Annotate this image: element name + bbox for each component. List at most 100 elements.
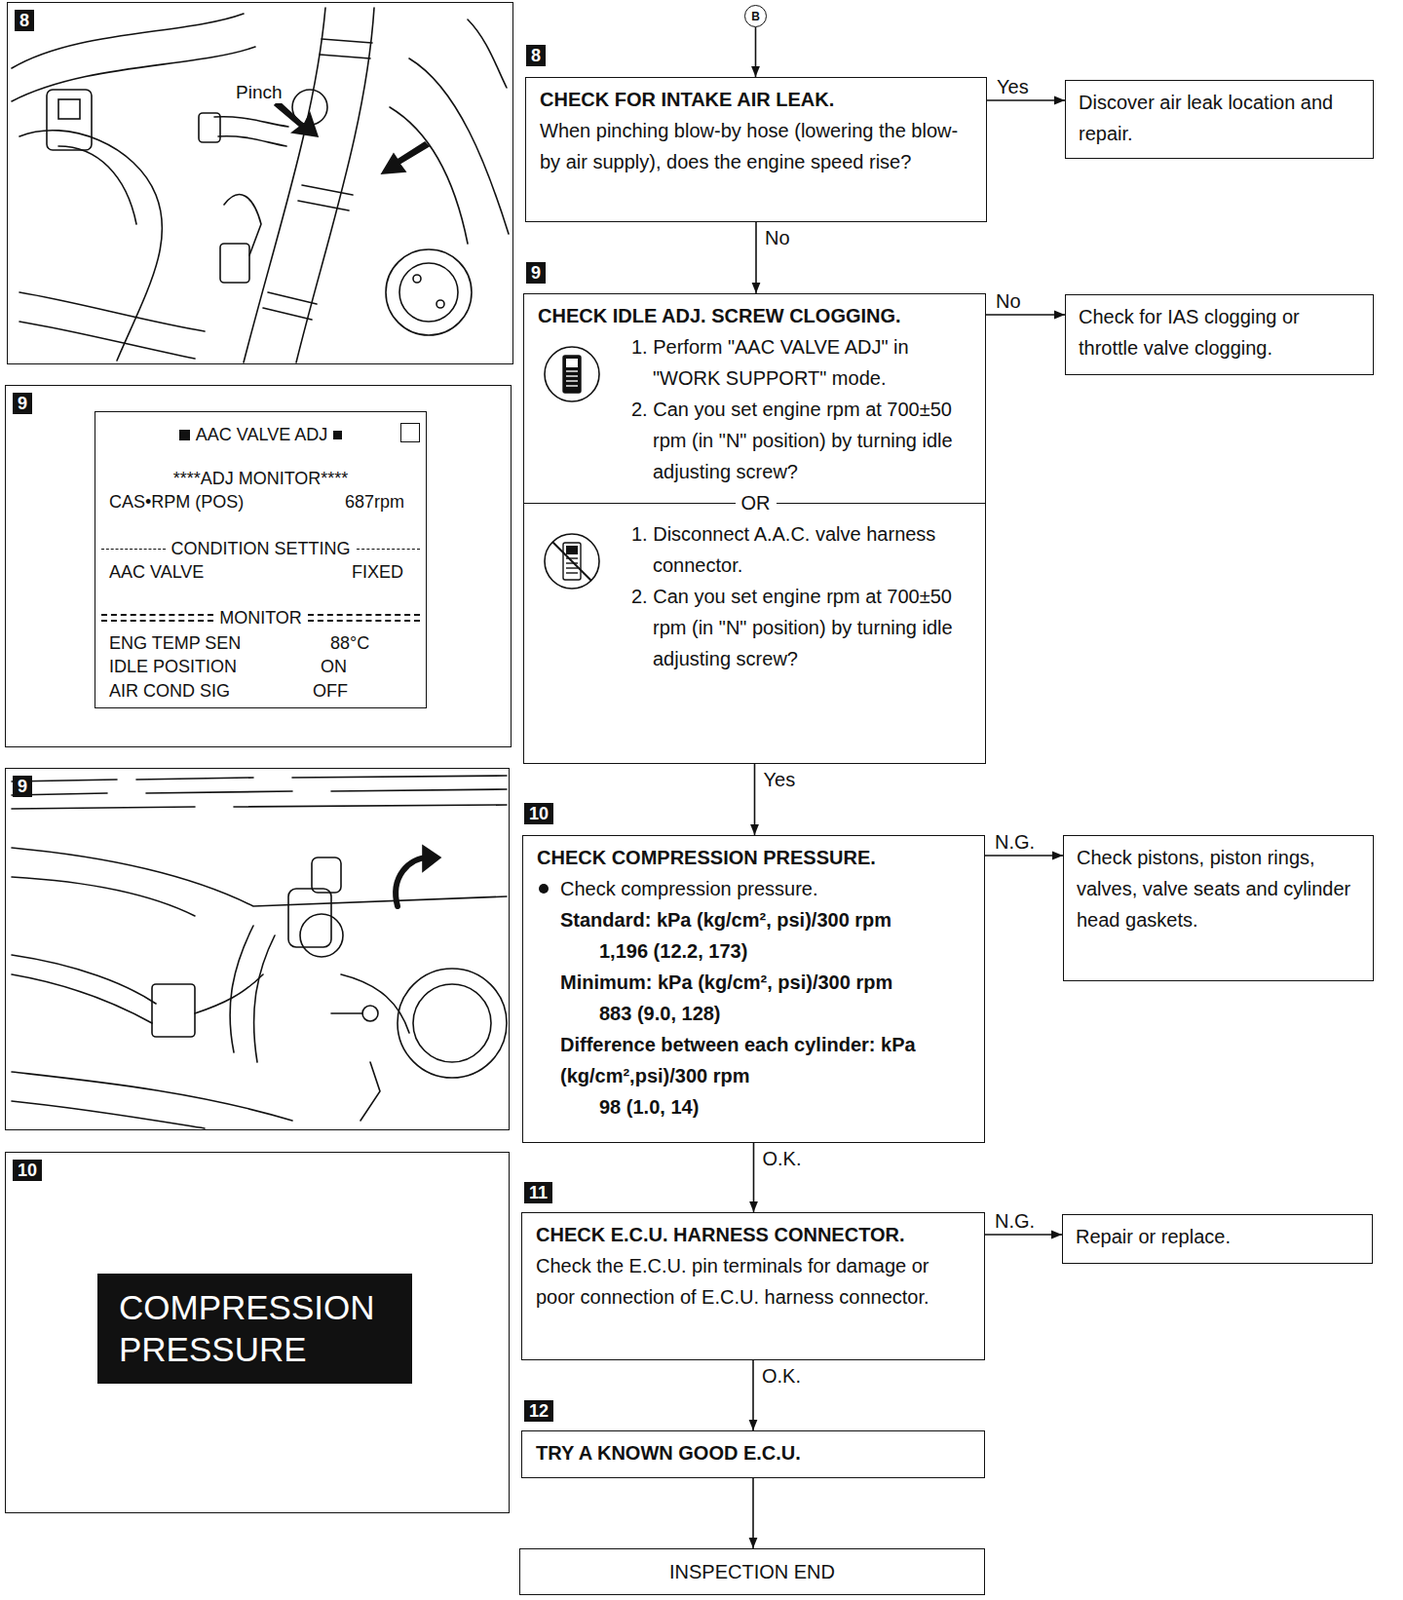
divider-text: OR [735, 487, 777, 519]
action-box: Check for IAS clogging or throttle valve… [1064, 294, 1374, 376]
callout-number: 8 [14, 9, 35, 32]
screen-label: IDLE POSITION [109, 654, 237, 679]
callout-number: 10 [524, 802, 554, 825]
screen-mark [333, 430, 342, 440]
terminal-box: INSPECTION END [519, 1548, 986, 1595]
screen-rule [307, 613, 420, 622]
step-item: 2. Can you set engine rpm at 700±50 rpm … [537, 393, 974, 488]
action-text: Discover air leak location and repair. [1078, 86, 1364, 150]
screen-rule [356, 548, 421, 550]
decision-box: CHECK FOR INTAKE AIR LEAK.When pinching … [525, 76, 987, 223]
screen-row: MONITOR [95, 606, 426, 630]
screen-label: CAS•RPM (POS) [109, 490, 244, 514]
screen-box [400, 422, 420, 443]
screen-heading: CONDITION SETTING [171, 536, 351, 561]
screen-label: AIR COND SIG [109, 679, 230, 703]
terminal-text: INSPECTION END [669, 1560, 835, 1584]
action-text: Check pistons, piston rings, valves, val… [1076, 841, 1364, 936]
decision-box: CHECK IDLE ADJ. SCREW CLOGGING.1. Perfor… [523, 293, 986, 764]
flow-arrow [985, 313, 1065, 316]
action-text: Repair or replace. [1075, 1220, 1363, 1252]
action-box: Repair or replace. [1061, 1213, 1373, 1264]
screen-value: 687rpm [344, 490, 405, 514]
title-plate: COMPRESSION PRESSURE [97, 1273, 413, 1384]
callout-number: 9 [526, 262, 546, 284]
figure-panel: 9 [4, 767, 510, 1131]
flow-arrow [985, 854, 1063, 857]
flow-arrow [752, 1360, 755, 1431]
step-heading: CHECK FOR INTAKE AIR LEAK. [539, 83, 975, 115]
or-divider: OR [537, 487, 974, 519]
edge-label: No [993, 289, 1024, 313]
flow-arrow [755, 27, 758, 77]
figure-panel: 8 [6, 1, 514, 365]
screen-row: CAS•RPM (POS) 687rpm [95, 490, 426, 514]
callout-number: 9 [12, 775, 33, 797]
spec-name: Minimum: kPa (kg/cm², psi)/300 rpm [536, 966, 973, 998]
figure-panel: 10COMPRESSION PRESSURE [4, 1151, 510, 1514]
screen-rule [101, 548, 166, 550]
bullet-dot [538, 883, 549, 894]
screen-title: AAC VALVE ADJ [195, 422, 328, 447]
screen-row: CONDITION SETTING [95, 536, 426, 561]
step-item: 2. Can you set engine rpm at 700±50 rpm … [537, 580, 974, 675]
step-body: When pinching blow-by hose (lowering the… [539, 114, 975, 178]
decision-box: CHECK COMPRESSION PRESSURE.Check compres… [522, 834, 986, 1143]
screen-row: IDLE POSITION ON [95, 654, 426, 679]
engine-illustration [11, 7, 509, 363]
edge-label: No [762, 226, 793, 250]
callout-number: 9 [12, 392, 33, 415]
callout-number: 10 [12, 1159, 42, 1181]
bullet-item: Check compression pressure. [536, 872, 973, 905]
action-box: Check pistons, piston rings, valves, val… [1062, 834, 1374, 982]
scan-tool-icon [541, 343, 603, 405]
flow-arrow [753, 1142, 756, 1213]
edge-label: O.K. [759, 1364, 803, 1388]
flow-arrow [986, 99, 1065, 102]
spec-value: 1,196 (12.2, 173) [536, 935, 973, 967]
step-item: 1. Disconnect A.A.C. valve harness conne… [537, 518, 974, 581]
scan-tool-screen: AAC VALVE ADJ ****ADJ MONITOR****CAS•RPM … [94, 411, 427, 709]
flow-arrow [752, 1478, 755, 1549]
screen-mark [179, 429, 190, 441]
screen-value: ON [320, 654, 347, 679]
flow-arrow [985, 1233, 1062, 1236]
spec-value: 883 (9.0, 128) [536, 997, 973, 1029]
action-box: Discover air leak location and repair. [1064, 79, 1374, 159]
connector-circle: B [744, 4, 767, 28]
screen-row: ENG TEMP SEN 88°C [95, 631, 426, 655]
callout-number: 8 [526, 44, 546, 67]
screen-value: OFF [312, 679, 348, 703]
step-item: 1. Perform "AAC VALVE ADJ" in "WORK SUPP… [537, 331, 974, 394]
screen-value: FIXED [351, 560, 404, 584]
screen-row: AAC VALVE FIXED [95, 560, 426, 584]
screen-label: AAC VALVE [109, 560, 204, 584]
action-text: Check for IAS clogging or throttle valve… [1078, 301, 1364, 364]
screen-value: 88°C [330, 631, 370, 655]
spec-name: Difference between each cylinder: kPa (k… [536, 1028, 973, 1092]
decision-box: CHECK E.C.U. HARNESS CONNECTOR.Check the… [521, 1212, 986, 1361]
screen-row: AAC VALVE ADJ [95, 422, 426, 447]
flow-arrow [754, 763, 757, 835]
screen-row: AIR COND SIG OFF [95, 679, 426, 703]
step-body: Check the E.C.U. pin terminals for damag… [535, 1250, 973, 1313]
plate-text: COMPRESSION PRESSURE [118, 1287, 391, 1370]
connector-letter: B [751, 9, 760, 24]
edge-label: N.G. [992, 1209, 1037, 1233]
edge-label: O.K. [760, 1146, 804, 1171]
spec-name: Standard: kPa (kg/cm², psi)/300 rpm [536, 904, 973, 936]
callout-number: 12 [524, 1400, 554, 1422]
step-body: Check compression pressure. [560, 872, 819, 905]
callout-number: 11 [524, 1181, 553, 1204]
no-tool-icon [541, 530, 603, 592]
part-label: Pinch [233, 81, 285, 104]
step-heading: CHECK E.C.U. HARNESS CONNECTOR. [535, 1218, 973, 1251]
screen-row: ****ADJ MONITOR**** [95, 466, 426, 491]
process-box: TRY A KNOWN GOOD E.C.U. [521, 1430, 986, 1479]
screen-heading: MONITOR [219, 606, 303, 630]
screen-label: ENG TEMP SEN [109, 631, 241, 655]
aac-valve-illustration [11, 775, 507, 1129]
step-heading: CHECK COMPRESSION PRESSURE. [536, 841, 973, 873]
screen-rule [101, 613, 214, 622]
edge-label: Yes [761, 767, 798, 792]
